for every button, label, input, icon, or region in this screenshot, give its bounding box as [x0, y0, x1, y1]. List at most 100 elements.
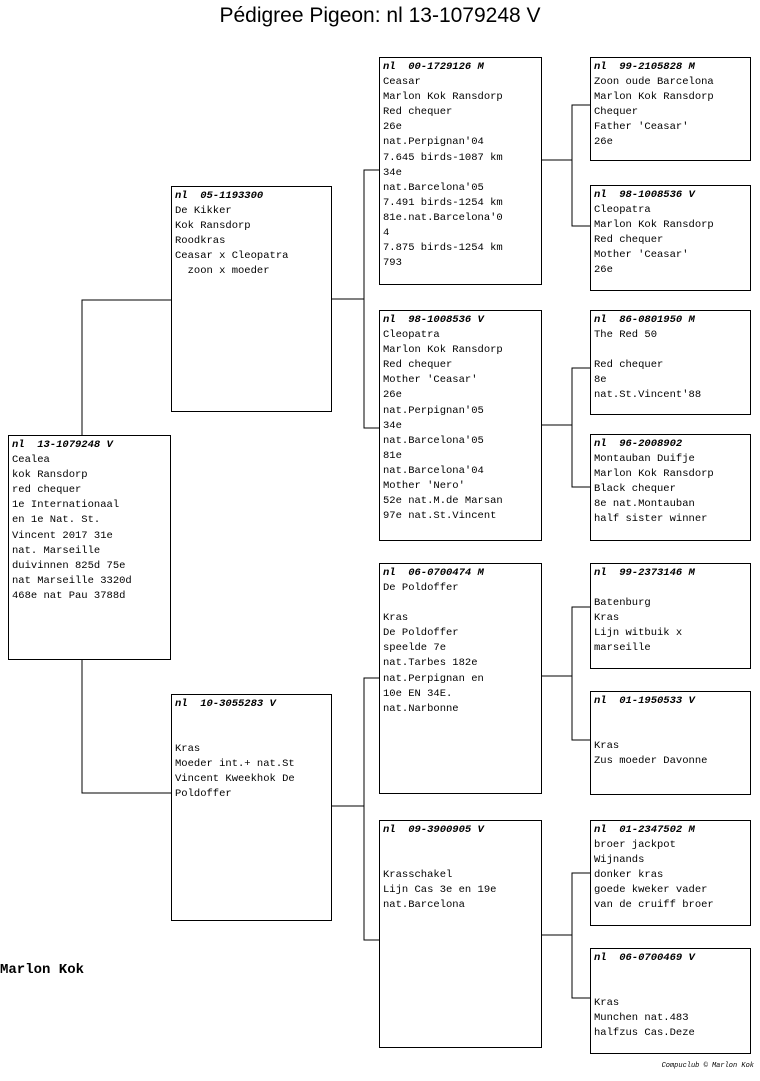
detail-line: Marlon Kok Ransdorp	[383, 91, 503, 104]
connector-ss-ssd	[571, 160, 591, 227]
detail-line: 7.491 birds-1254 km	[383, 196, 503, 209]
detail-line: Ceasar	[383, 76, 421, 89]
detail-line: van de cruiff broer	[594, 899, 714, 912]
connector-dam-dd	[363, 806, 380, 941]
ring-number: nl 06-0700469 V	[594, 952, 695, 964]
detail-line: nat.Barcelona'04	[383, 464, 484, 477]
connector-sire-sd	[363, 299, 380, 429]
detail-line: Kok Ransdorp	[175, 220, 251, 233]
connector-ds-dsd	[571, 676, 591, 741]
detail-line: Red chequer	[383, 359, 453, 372]
detail-line: The Red 50	[594, 329, 658, 342]
ring-number: nl 96-2008902	[594, 438, 683, 450]
detail-line: Poldoffer	[175, 788, 232, 801]
detail-line: 34e	[383, 166, 402, 179]
detail-line: 26e	[594, 264, 613, 277]
detail-line: nat.Perpignan'05	[383, 404, 484, 417]
detail-line: Zus moeder Davonne	[594, 755, 708, 768]
detail-line	[175, 727, 331, 742]
detail-line: 8e	[594, 374, 607, 387]
detail-line: 26e	[383, 389, 402, 402]
detail-line: Black chequer	[594, 483, 676, 496]
detail-line: Cleopatra	[594, 204, 651, 217]
detail-line: 1e Internationaal	[12, 499, 120, 512]
detail-line: Marlon Kok Ransdorp	[594, 219, 714, 232]
detail-line	[594, 581, 750, 596]
detail-line: duivinnen 825d 75e	[12, 559, 126, 572]
detail-line: half sister winner	[594, 513, 708, 526]
detail-line: 468e nat Pau 3788d	[12, 589, 126, 602]
detail-line	[594, 724, 750, 739]
detail-line: 34e	[383, 419, 402, 432]
detail-line	[175, 712, 331, 727]
detail-line: Kras	[594, 997, 620, 1010]
detail-line: broer jackpot	[594, 839, 676, 852]
detail-line: Montauban Duifje	[594, 453, 695, 466]
detail-line: Kras	[594, 612, 620, 625]
detail-line: nat.Barcelona	[383, 899, 465, 912]
detail-line: marseille	[594, 642, 651, 655]
detail-line: donker kras	[594, 869, 664, 882]
detail-line: Roodkras	[175, 235, 226, 248]
connector-sd-sdd	[571, 425, 591, 488]
ring-number: nl 86-0801950 M	[594, 314, 695, 326]
detail-line: en 1e Nat. St.	[12, 514, 101, 527]
detail-line	[594, 709, 750, 724]
connector-dam-ds	[331, 677, 380, 807]
detail-line: Wijnands	[594, 854, 645, 867]
detail-line: Red chequer	[594, 234, 664, 247]
detail-line: nat.Tarbes 182e	[383, 657, 478, 670]
detail-line: kok Ransdorp	[12, 469, 88, 482]
detail-line	[383, 838, 541, 853]
detail-line: Marlon Kok Ransdorp	[594, 468, 714, 481]
detail-line: 26e	[383, 121, 402, 134]
detail-line: speelde 7e	[383, 642, 447, 655]
detail-line: nat.Perpignan'04	[383, 136, 484, 149]
connector-dd-ddd	[571, 935, 591, 999]
ring-number: nl 10-3055283 V	[175, 698, 276, 710]
detail-line: Cleopatra	[383, 329, 440, 342]
detail-line: nat. Marseille	[12, 544, 101, 557]
ring-number: nl 05-1193300	[175, 190, 264, 202]
detail-line: De Kikker	[175, 205, 232, 218]
ring-number: nl 01-2347502 M	[594, 824, 695, 836]
detail-line: red chequer	[12, 484, 82, 497]
detail-line: nat.Barcelona'05	[383, 434, 484, 447]
detail-line: Mother 'Ceasar'	[383, 374, 478, 387]
detail-line: Ceasar x Cleopatra	[175, 250, 289, 263]
detail-line: 4	[383, 227, 390, 240]
ring-number: nl 99-2373146 M	[594, 567, 695, 579]
ring-number: nl 09-3900905 V	[383, 824, 484, 836]
detail-line: Munchen nat.483	[594, 1012, 689, 1025]
detail-line: Batenburg	[594, 597, 651, 610]
connector-ds-dss	[541, 606, 591, 677]
detail-line: Kras	[175, 743, 201, 756]
detail-line	[594, 966, 750, 981]
detail-line: Chequer	[594, 106, 639, 119]
detail-line: goede kweker vader	[594, 884, 708, 897]
